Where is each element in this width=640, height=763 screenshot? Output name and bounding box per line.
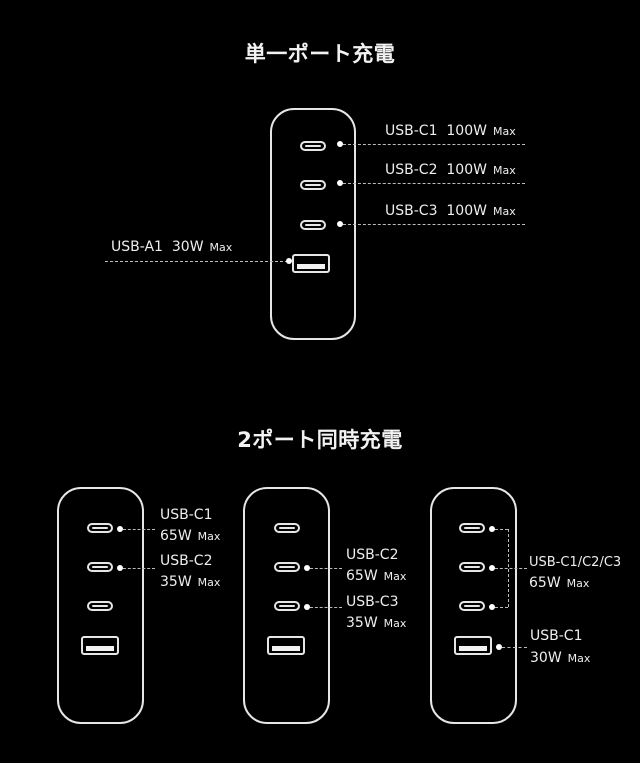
connector-dot bbox=[337, 221, 343, 227]
connector-dot bbox=[304, 565, 310, 571]
leader-line bbox=[343, 224, 525, 225]
usb-a1-port bbox=[81, 636, 119, 655]
connector-dot bbox=[286, 258, 292, 264]
leader-line bbox=[343, 144, 525, 145]
usb-c2-port bbox=[87, 562, 113, 572]
usb-c2-port bbox=[459, 562, 485, 572]
charger-combo-1 bbox=[57, 487, 144, 724]
single-port-title: 単一ポート充電 bbox=[244, 42, 396, 66]
leader-line bbox=[310, 568, 342, 569]
connector-dot bbox=[117, 565, 123, 571]
leader-line bbox=[105, 261, 288, 262]
usb-c1-port bbox=[274, 523, 300, 533]
usb-c3-port bbox=[459, 601, 485, 611]
usb-a1-port bbox=[292, 254, 330, 273]
connector-dot bbox=[496, 644, 502, 650]
charger-combo-2 bbox=[243, 487, 330, 724]
connector-dot bbox=[117, 526, 123, 532]
usb-c2-port bbox=[300, 180, 326, 190]
leader-line bbox=[310, 607, 342, 608]
leader-line bbox=[123, 568, 155, 569]
connector-dot bbox=[304, 604, 310, 610]
connector-dot bbox=[489, 526, 495, 532]
connector-dot bbox=[489, 604, 495, 610]
connector-dot bbox=[489, 565, 495, 571]
bracket-line bbox=[508, 529, 509, 607]
usb-c3-port bbox=[300, 220, 326, 230]
connector-dot bbox=[337, 180, 343, 186]
leader-line bbox=[502, 647, 527, 648]
leader-line bbox=[495, 529, 508, 530]
leader-line bbox=[495, 607, 508, 608]
leader-line bbox=[495, 568, 527, 569]
usb-c1-port bbox=[87, 523, 113, 533]
usb-a1-port bbox=[267, 636, 305, 655]
usb-c1-port bbox=[300, 141, 326, 151]
leader-line bbox=[123, 529, 155, 530]
charger-combo-3 bbox=[430, 487, 517, 724]
usb-c3-port bbox=[274, 601, 300, 611]
usb-c3-port bbox=[87, 601, 113, 611]
leader-line bbox=[343, 183, 525, 184]
usb-c1-port bbox=[459, 523, 485, 533]
connector-dot bbox=[337, 141, 343, 147]
usb-c2-port bbox=[274, 562, 300, 572]
usb-a1-port bbox=[454, 636, 492, 655]
two-port-title: 2ポート同時充電 bbox=[237, 428, 403, 452]
